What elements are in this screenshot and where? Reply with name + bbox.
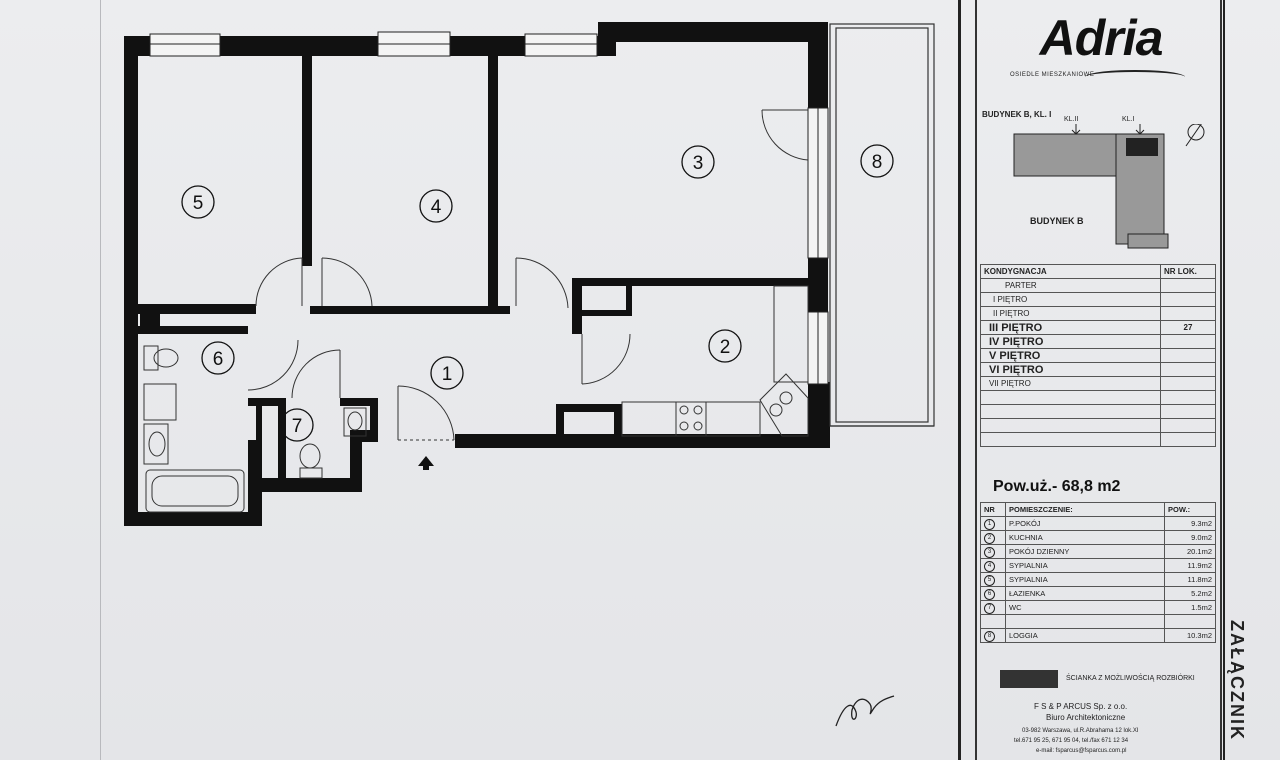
room-2-label: 2	[708, 329, 742, 363]
floor-row: VI PIĘTRO	[980, 362, 1216, 377]
loggia	[829, 23, 935, 427]
exterior-walls	[124, 22, 830, 526]
rooms-header-nr: NR	[980, 502, 1006, 517]
interior-walls	[136, 56, 810, 478]
svg-text:8: 8	[872, 152, 883, 173]
room-row	[980, 614, 1216, 629]
logo-wordmark: Adria	[1039, 10, 1164, 66]
svg-text:6: 6	[213, 349, 224, 370]
room-6-label: 6	[201, 341, 235, 375]
usable-area: Pow.uż.- 68,8 m2	[993, 478, 1121, 495]
annex-side-label: ZAŁĄCZNIK	[1227, 620, 1247, 741]
rooms-header-area: POW.:	[1164, 502, 1216, 517]
entrance	[398, 439, 454, 470]
room-labels: 1 2 3 4 5 6 7 8	[181, 144, 894, 442]
floor-row: IV PIĘTRO	[980, 334, 1216, 349]
room-7-label: 7	[280, 408, 314, 442]
room-5-label: 5	[181, 185, 215, 219]
logo-swoosh	[1085, 70, 1185, 84]
legend-label: ŚCIANKA Z MOŻLIWOŚCIĄ ROZBIÓRKI	[1066, 675, 1195, 682]
key-plan-kl1-label: KL.I	[1122, 116, 1135, 123]
building-label: BUDYNEK B, KL. I	[982, 110, 1052, 119]
svg-text:5: 5	[193, 193, 204, 214]
firm-email: e-mail: fsparcus@fsparcus.com.pl	[1036, 748, 1127, 754]
firm-address: 03-982 Warszawa, ul.R.Abrahama 12 lok.XI	[1022, 728, 1139, 734]
sheet-margin-line	[100, 0, 101, 760]
rooms-header-name: POMIESZCZENIE:	[1005, 502, 1165, 517]
svg-text:3: 3	[693, 153, 704, 174]
svg-text:1: 1	[442, 364, 453, 385]
floors-header-level: KONDYGNACJA	[980, 264, 1161, 279]
doors	[247, 109, 809, 441]
north-arrow-icon	[1185, 124, 1205, 147]
floor-row: VII PIĘTRO	[980, 376, 1216, 391]
legend-wall-swatch	[1000, 670, 1058, 688]
adria-logo: Adria OSIEDLE MIESZKANIOWE	[990, 12, 1212, 90]
fixtures	[143, 285, 809, 513]
floor-row: V PIĘTRO	[980, 348, 1216, 363]
floors-header-nr: NR LOK.	[1160, 264, 1216, 279]
svg-text:4: 4	[431, 197, 442, 218]
title-block-frame	[958, 0, 1225, 760]
key-plan-map	[1013, 124, 1205, 249]
svg-text:2: 2	[720, 337, 731, 358]
firm-phone: tel.671 95 25, 671 95 04, tel./fax 671 1…	[1014, 738, 1129, 744]
building-badge: BUDYNEK B	[1030, 216, 1084, 226]
room-1-label: 1	[430, 356, 464, 390]
room-3-label: 3	[681, 145, 715, 179]
key-plan-kl2-label: KL.II	[1064, 116, 1079, 123]
floor-row: PARTER	[980, 278, 1216, 293]
windows	[149, 31, 829, 385]
signature-mark	[835, 695, 895, 727]
firm-description: Biuro Architektoniczne	[1046, 713, 1126, 722]
floor-row: II PIĘTRO	[980, 306, 1216, 321]
svg-text:7: 7	[292, 416, 303, 437]
title-block-inner-frame	[975, 0, 1222, 760]
room-8-label: 8	[860, 144, 894, 178]
logo-subtitle: OSIEDLE MIESZKANIOWE	[1010, 72, 1095, 78]
floor-plan: 1 2 3 4 5 6 7 8	[124, 22, 935, 526]
room-4-label: 4	[419, 189, 453, 223]
firm-name: F S & P ARCUS Sp. z o.o.	[1034, 702, 1128, 711]
floor-row: I PIĘTRO	[980, 292, 1216, 307]
